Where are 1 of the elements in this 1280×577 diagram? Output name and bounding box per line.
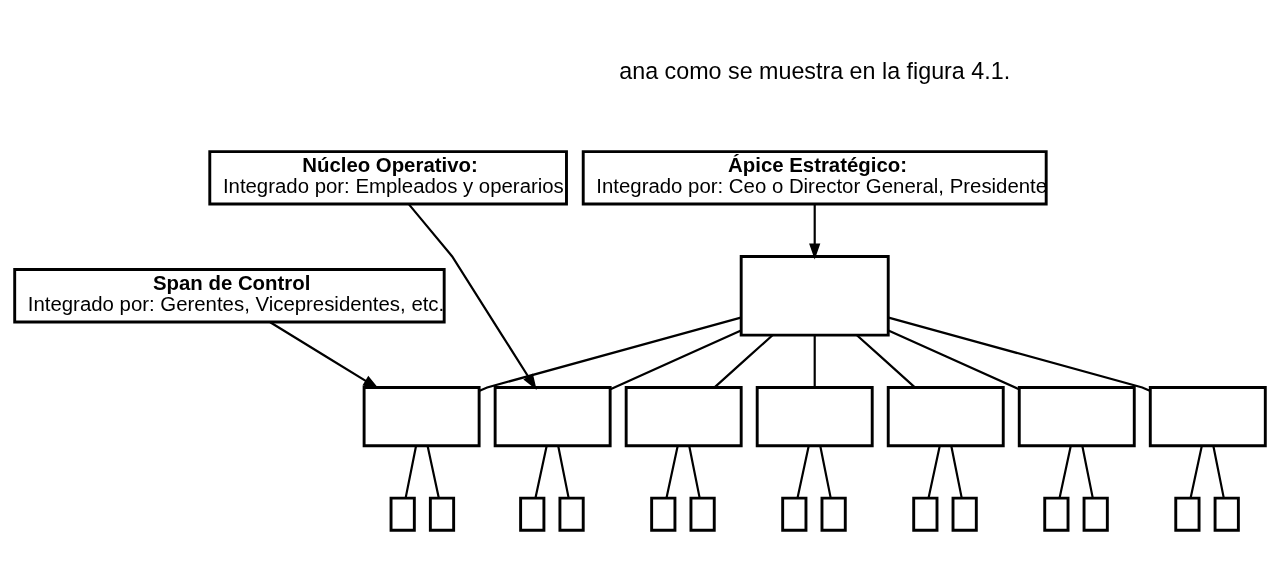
label: ana como se muestra en la figura 4.1. [619,57,1011,84]
